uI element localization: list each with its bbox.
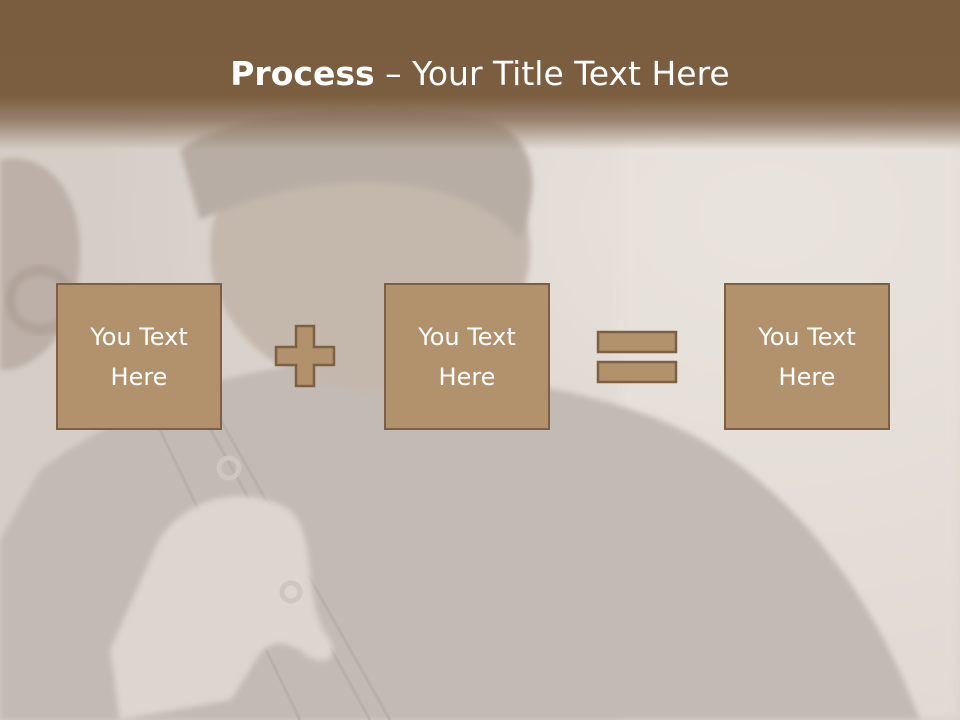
title-rest: – Your Title Text Here — [374, 54, 730, 93]
slide-title: Process – Your Title Text Here — [0, 52, 960, 96]
equals-icon — [596, 330, 678, 384]
process-box-3[interactable]: You Text Here — [724, 283, 890, 430]
process-box-2[interactable]: You Text Here — [384, 283, 550, 430]
process-box-1-label: You Text Here — [90, 322, 188, 391]
process-box-1[interactable]: You Text Here — [56, 283, 222, 430]
process-box-3-label: You Text Here — [758, 322, 856, 391]
title-bold: Process — [230, 54, 375, 93]
plus-icon — [274, 324, 336, 388]
title-bar — [0, 0, 960, 150]
process-box-2-label: You Text Here — [418, 322, 516, 391]
